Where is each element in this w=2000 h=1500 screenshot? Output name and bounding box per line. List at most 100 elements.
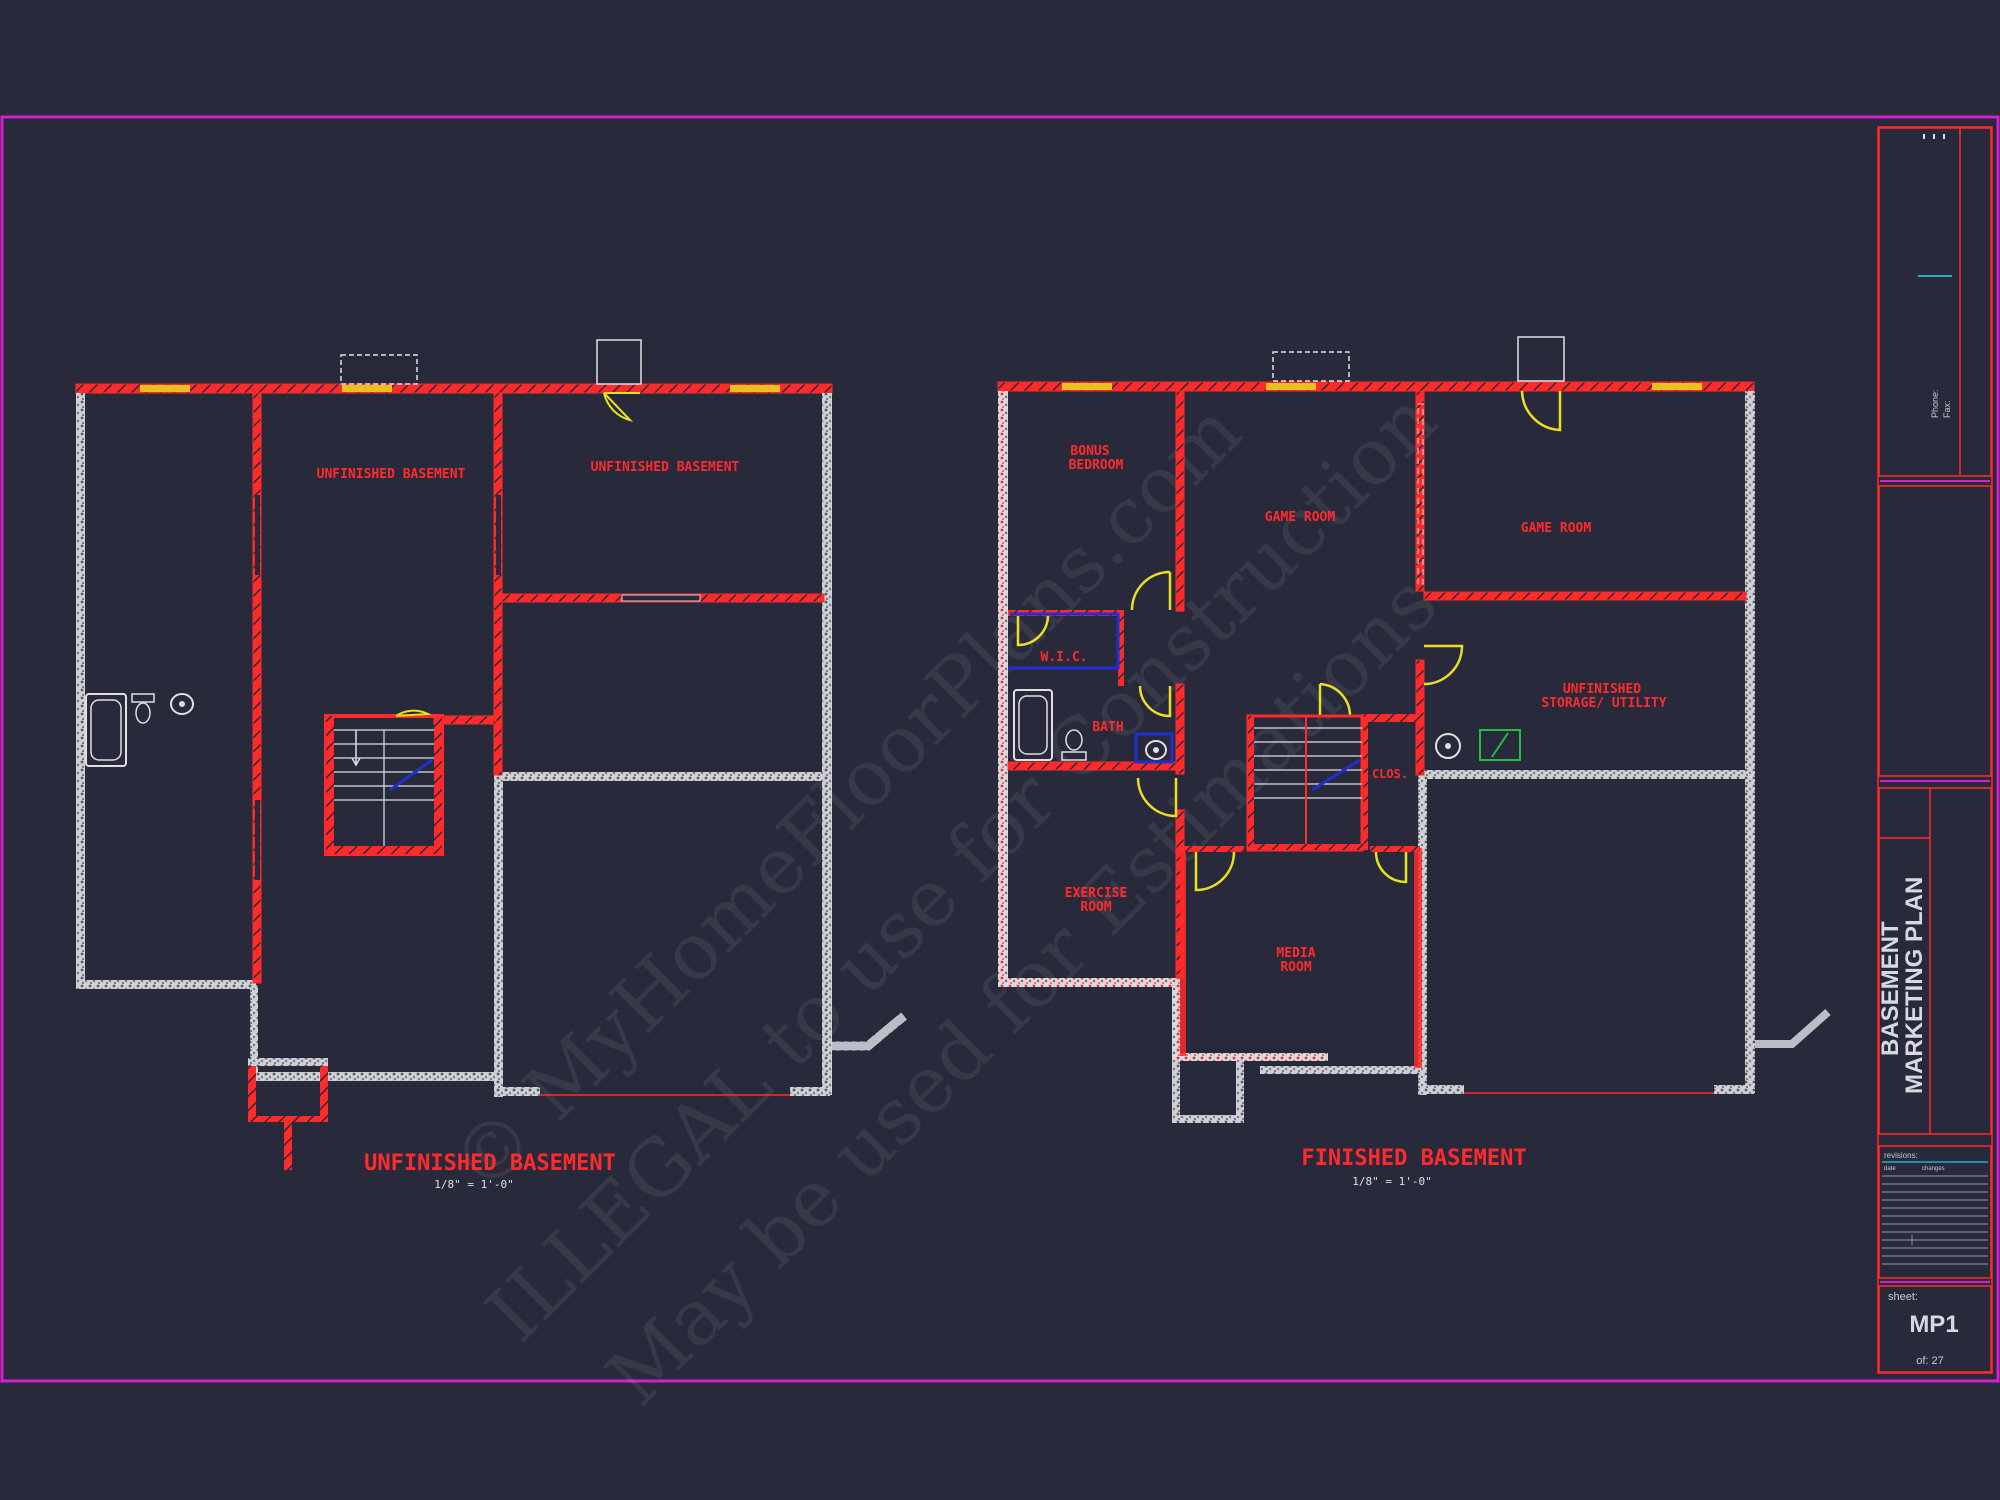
gap-3 (255, 800, 260, 880)
revisions-changes-col: changes (1922, 1166, 1945, 1172)
title-block: Phone: Fax: BASEMENT MARKETING PLAN revi… (1877, 126, 1993, 1374)
title-block-frame (1877, 126, 1993, 1374)
wall-media-top-right (1370, 846, 1420, 852)
toilet-bowl (135, 702, 151, 724)
sheet-title-line-2: MARKETING PLAN (1901, 877, 1928, 1094)
sheet-title-line-1: BASEMENT (1877, 921, 1904, 1056)
revisions-label: revisions: (1884, 1151, 1918, 1160)
wall-int-1 (252, 392, 262, 984)
watermark-line-3: May be used for Estimations (590, 558, 1454, 1422)
room-label-storage-1: UNFINISHED (1563, 682, 1641, 697)
toilet-tank (131, 693, 155, 703)
gap-2 (496, 495, 501, 575)
room-label-exercise-2: ROOM (1080, 900, 1111, 915)
foundation-media-bottom (1178, 1053, 1328, 1061)
room-label-media-2: ROOM (1280, 960, 1311, 975)
room-label-clos: CLOS. (1372, 767, 1408, 781)
foundation-bottom-left (76, 980, 256, 989)
room-label-unfinished-right: UNFINISHED BASEMENT (591, 460, 740, 475)
unfinished-basement-plan: UNFINISHED BASEMENT UNFINISHED BASEMENT … (75, 339, 907, 1191)
revisions-date-col: date (1884, 1166, 1896, 1172)
wall-storage-top (1423, 591, 1747, 601)
plan-scale-finished: 1/8" = 1'-0" (1352, 1175, 1431, 1188)
plan-scale-unfinished: 1/8" = 1'-0" (434, 1178, 513, 1191)
entry-box (596, 339, 642, 385)
wall-media-left (1180, 848, 1186, 1056)
bath-fixtures-unfinished (85, 693, 194, 767)
door-swing (1016, 615, 1050, 647)
door-swing (1194, 851, 1236, 892)
watermark-line-1: © MyHomeFloorPlans.com (435, 386, 1259, 1210)
foundation-left (998, 391, 1008, 986)
entry-door-swing (603, 392, 640, 422)
sheet-border (0, 115, 2000, 1383)
room-label-game-left: GAME ROOM (1265, 510, 1336, 525)
door-swing (1130, 570, 1172, 611)
foundation-bottom-step (250, 1072, 500, 1081)
foundation-mid-vertical (494, 772, 503, 1097)
title-block-phone: Phone: (1930, 389, 1940, 418)
egress-well-finished (1172, 1060, 1244, 1123)
room-label-bonus-2: BEDROOM (1069, 458, 1124, 473)
room-label-bonus-1: BONUS (1070, 444, 1109, 459)
title-block-fax: Fax: (1942, 400, 1952, 418)
sheet-label: sheet: (1888, 1291, 1918, 1303)
egress-well (248, 1058, 328, 1170)
room-label-unfinished-center: UNFINISHED BASEMENT (317, 467, 466, 482)
sink (1145, 740, 1167, 760)
wall-bath-right (1175, 683, 1185, 775)
wall-top (997, 381, 1755, 392)
sheet-of: of: 27 (1916, 1355, 1944, 1367)
room-label-exercise-1: EXERCISE (1065, 886, 1128, 901)
sink (170, 693, 194, 715)
foundation-bottom-left (998, 978, 1178, 987)
foundation-media-left (1172, 978, 1180, 1060)
gap-4 (621, 594, 701, 602)
finished-basement-plan: BONUS BEDROOM GAME ROOM GAME ROOM W.I.C.… (997, 336, 1831, 1188)
bay-dashed (1272, 351, 1350, 382)
furnace (1479, 729, 1521, 761)
foundation-right (1745, 391, 1755, 1093)
foundation-bottom-right (790, 1087, 830, 1096)
door-swing (1318, 682, 1352, 717)
window (1062, 383, 1112, 390)
window (1652, 383, 1702, 390)
foundation-bottom-mid (500, 1087, 540, 1096)
room-label-game-right: GAME ROOM (1521, 521, 1592, 536)
foundation-bottom-right (1424, 1085, 1464, 1094)
bay-dashed (340, 354, 418, 385)
room-label-media-1: MEDIA (1276, 946, 1315, 961)
bathtub (1013, 689, 1053, 761)
door-swing (1136, 777, 1178, 818)
window (730, 385, 780, 392)
plan-title-unfinished: UNFINISHED BASEMENT (364, 1151, 616, 1176)
foundation-right (822, 393, 832, 1095)
foundation-stem (250, 985, 258, 1075)
room-label-storage-2: STORAGE/ UTILITY (1541, 696, 1666, 711)
stair-unfinished (324, 709, 444, 856)
stair-finished (1246, 714, 1364, 852)
duct-wic (1008, 612, 1120, 670)
wall-game-divider (1415, 390, 1425, 592)
toilet-bowl (1065, 729, 1083, 751)
wall-clos (1362, 714, 1418, 722)
toilet-tank (1061, 751, 1087, 761)
room-label-bath: BATH (1092, 720, 1123, 735)
wall-clos-left (1362, 714, 1368, 850)
gap-1 (255, 495, 260, 575)
foundation-mid-horizontal (500, 772, 830, 781)
window (342, 385, 392, 392)
closet-door-dashed (1417, 403, 1424, 585)
vanity (1134, 732, 1174, 764)
foundation-media-bottom-2 (1260, 1066, 1420, 1074)
bath-fixtures-finished (1013, 689, 1174, 764)
wall-bonus-right (1175, 390, 1185, 612)
foundation-mid-horizontal (1424, 770, 1754, 779)
window (140, 385, 190, 392)
sheet-id: MP1 (1909, 1311, 1958, 1338)
door-swing (1423, 644, 1464, 686)
wall-media-top-left (1184, 846, 1244, 852)
entry-door-swing (1520, 390, 1562, 432)
wall-wic-right (1118, 610, 1124, 686)
bathtub (85, 693, 127, 767)
